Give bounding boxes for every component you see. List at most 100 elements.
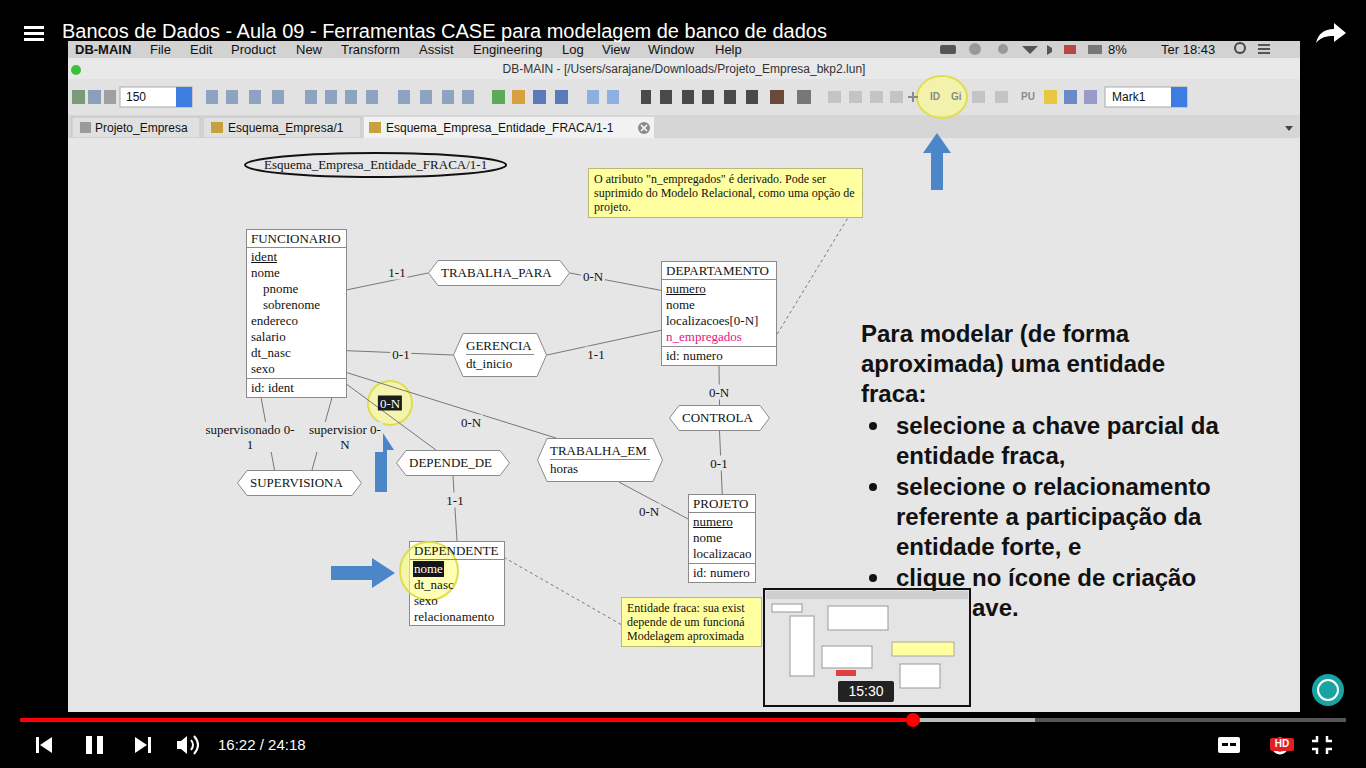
entity-box: DEPENDENTEnomedt_nascsexorelacionamento: [409, 541, 505, 626]
hexagon-shape: [429, 261, 570, 286]
preview-time: 15:30: [838, 681, 894, 701]
cardinality-label: 0-1: [708, 456, 729, 471]
cardinality-label: 1-1: [585, 347, 606, 362]
menu-item: File: [150, 42, 171, 57]
relationship-link: [619, 482, 688, 519]
menu-item: Assist: [419, 42, 454, 57]
attribute: nome: [662, 297, 776, 313]
relationship-name: CONTROLA: [682, 410, 757, 426]
menu-item: Product: [231, 42, 276, 57]
instruction-step: clique no ícone de criação: [896, 563, 1196, 593]
tab-label: Esquema_Empresa_Entidade_FRACA/1-1: [386, 121, 613, 135]
relationship-hexagon: TRABALHA_EMhoras: [537, 438, 663, 482]
relationship-hexagon: CONTROLA: [669, 405, 770, 431]
attribute: sexo: [410, 593, 504, 609]
menu-item: Edit: [190, 42, 212, 57]
relationship-name: TRABALHA_PARA: [441, 265, 557, 281]
hexagon-shape: [397, 451, 510, 476]
toolbar-button: PU: [1021, 90, 1035, 104]
relationship-name: SUPERVISIONA: [250, 475, 349, 491]
battery-level: 8%: [1108, 42, 1127, 57]
note-text: O atributo "n_empregados" é derivado. Po…: [594, 172, 857, 214]
note-link: [505, 558, 621, 625]
entity-name: DEPARTAMENTO: [662, 262, 776, 280]
attribute: localizacao: [689, 546, 755, 562]
identifier-line: id: numero: [689, 563, 755, 582]
attribute: dt_inicio: [466, 354, 534, 372]
identifier-line: id: ident: [247, 378, 346, 397]
hexagon-shape: [670, 406, 770, 431]
schema-ellipse: Esquema_Empresa_Entidade_FRACA/1-1: [244, 152, 507, 178]
hexagon-shape: [538, 439, 663, 482]
menu-item: Help: [715, 42, 742, 57]
entity-name: DEPENDENTE: [410, 542, 504, 560]
instruction-heading: Para modelar (de forma aproximada) uma e…: [861, 319, 1201, 409]
cardinality-label: 1-1: [444, 493, 465, 508]
note-text: Entidade fraca: sua exist depende de um …: [627, 601, 756, 643]
playback-time: 16:22 / 24:18: [218, 736, 306, 754]
clock: Ter 18:43: [1161, 42, 1215, 57]
attribute: dt_nasc: [410, 577, 504, 593]
zoom-field: 150: [126, 89, 146, 105]
quality-badge: HD: [1270, 738, 1294, 750]
menu-item: Window: [648, 42, 694, 57]
ellipse-shape: [245, 153, 506, 177]
cardinality-label: 0-N: [581, 269, 605, 284]
attribute: nome: [689, 530, 755, 546]
menu-item: New: [296, 42, 322, 57]
entity-box: FUNCIONARIOidentnomepnomesobrenomeendere…: [246, 229, 347, 398]
instruction-fragment: ave.: [972, 593, 1019, 623]
note-callout: Entidade fraca: sua exist depende de um …: [621, 597, 762, 647]
cardinality-label: 0-N: [707, 385, 731, 400]
note-callout: O atributo "n_empregados" é derivado. Po…: [588, 168, 863, 218]
schema-name: Esquema_Empresa_Entidade_FRACA/1-1: [264, 157, 487, 173]
toolbar-button: ID: [930, 90, 940, 104]
hexagon-shape: [238, 471, 362, 496]
identifier-line: id: numero: [662, 346, 776, 365]
cardinality-label: 0-N: [637, 504, 661, 519]
attribute: numero: [662, 281, 776, 297]
menu-item: Engineering: [473, 42, 542, 57]
toolbar-button: Gi: [951, 90, 962, 104]
attribute: endereco: [247, 313, 346, 329]
video-title: Bancos de Dados - Aula 09 - Ferramentas …: [62, 19, 827, 43]
cardinality-label: supervisior 0-N: [307, 422, 383, 452]
relationship-hexagon: TRABALHA_PARA: [428, 260, 570, 286]
attribute: ident: [247, 249, 346, 265]
tab-label: Esquema_Empresa/1: [228, 121, 343, 135]
relationship-name: TRABALHA_EM: [550, 443, 650, 459]
entity-box: DEPARTAMENTOnumeronomelocalizacoes[0-N]n…: [661, 261, 777, 366]
entity-name: FUNCIONARIO: [247, 230, 346, 248]
attribute: localizacoes[0-N]: [662, 313, 776, 329]
attribute: sobrenome: [247, 297, 346, 313]
entity-name: PROJETO: [689, 495, 755, 513]
tab-label: Projeto_Empresa: [95, 121, 188, 135]
attribute: nome: [413, 561, 444, 577]
cardinality-label: supervisonado 0-1: [203, 422, 297, 452]
entity-box: PROJETOnumeronomelocalizacaoid: numero: [688, 494, 756, 583]
attribute: n_empregados: [662, 329, 776, 345]
attribute: relacionamento: [410, 609, 504, 625]
attribute: sexo: [247, 361, 346, 377]
attribute: horas: [550, 459, 650, 477]
app-menu: DB-MAIN: [75, 42, 131, 57]
hexagon-shape: [454, 334, 547, 377]
attribute: dt_nasc: [247, 345, 346, 361]
instruction-step: selecione a chave parcial da entidade fr…: [896, 411, 1236, 471]
mark-selector: Mark1: [1112, 89, 1145, 105]
cardinality-label: 0-N: [378, 396, 402, 411]
menu-item: Transform: [341, 42, 400, 57]
cardinality-label: 0-N: [459, 415, 483, 430]
cardinality-label: 1-1: [386, 265, 407, 280]
attribute: salario: [247, 329, 346, 345]
relationship-name: GERENCIA: [466, 338, 534, 354]
menu-item: View: [602, 42, 630, 57]
attribute: nome: [247, 265, 346, 281]
relationship-hexagon: SUPERVISIONA: [237, 470, 362, 496]
menu-item: Log: [562, 42, 584, 57]
cardinality-label: 0-1: [390, 347, 411, 362]
